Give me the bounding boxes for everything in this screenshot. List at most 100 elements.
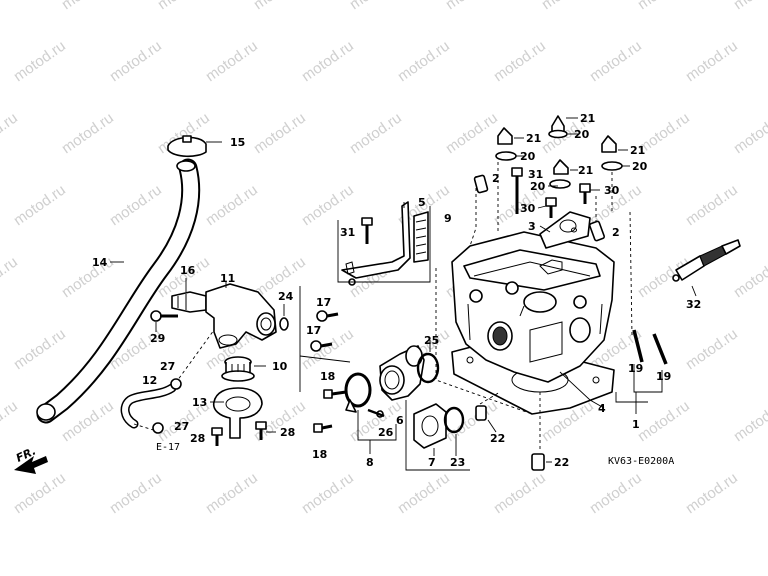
watermark-text: motod.ru [587, 37, 645, 85]
callout-9: 9 [444, 212, 452, 225]
callout-27-upper: 27 [160, 360, 175, 373]
callout-19-left: 19 [628, 362, 643, 375]
callout-21-b: 21 [526, 132, 541, 145]
stud-bolt-left [632, 329, 644, 363]
watermark-text: motod.ru [107, 37, 165, 85]
cap-nut-21a [551, 115, 565, 133]
hose-end-top [176, 160, 196, 172]
dowel-pin-right [588, 220, 606, 242]
washer-20a [548, 129, 568, 139]
callout-29: 29 [150, 332, 165, 345]
watermark-text: motod.ru [683, 469, 741, 517]
intake-clamp [344, 372, 385, 418]
intake-group [344, 340, 470, 471]
callout-19-right: 19 [656, 370, 671, 383]
callout-13: 13 [192, 396, 207, 409]
callout-25: 25 [424, 334, 439, 347]
callout-17-lower: 17 [306, 324, 321, 337]
callout-2-left: 2 [492, 172, 500, 185]
watermark-text: motod.ru [683, 181, 741, 229]
callout-20-c: 20 [632, 160, 648, 173]
stud-bolt-right [652, 333, 668, 365]
callout-26: 26 [378, 426, 394, 439]
watermark-text: motod.ru [59, 253, 117, 301]
callout-15: 15 [230, 136, 245, 149]
reference-label: E-17 [156, 442, 180, 453]
watermark-text: motod.ru [347, 109, 405, 157]
watermark-text: motod.ru [539, 0, 597, 13]
callout-24: 24 [278, 290, 294, 303]
watermark-text: motod.ru [683, 37, 741, 85]
watermark-text: motod.ru [251, 0, 309, 13]
callout-7: 7 [428, 456, 436, 469]
callout-30-left: 30 [520, 202, 536, 215]
watermark-text: motod.ru [731, 253, 768, 301]
watermark-text: motod.ru [251, 109, 309, 157]
thermostat [221, 356, 255, 382]
bolt-17-lower [310, 340, 333, 352]
watermark-text: motod.ru [107, 469, 165, 517]
watermark-text: motod.ru [443, 109, 501, 157]
watermark-text: motod.ru [0, 0, 21, 13]
watermark-text: motod.ru [11, 325, 69, 373]
camshaft-holder [539, 211, 591, 249]
callout-16: 16 [180, 264, 196, 277]
callout-31-right: 31 [528, 168, 543, 181]
washer-20d [549, 179, 571, 189]
callout-5: 5 [418, 196, 426, 209]
callout-8: 8 [366, 456, 374, 469]
hose-assembly [36, 135, 222, 424]
callout-27-lower: 27 [174, 420, 189, 433]
watermark-text: motod.ru [11, 37, 69, 85]
front-direction-arrow [14, 456, 48, 474]
holder-group [473, 115, 668, 414]
dowel-22-lower [531, 453, 545, 471]
bolt-28-right [255, 421, 267, 440]
callout-28-left: 28 [190, 432, 205, 445]
watermark-text: motod.ru [347, 0, 405, 13]
cap-nut-21c [601, 135, 617, 153]
watermark-text: motod.ru [299, 469, 357, 517]
hose-clip-lower [152, 422, 164, 434]
callout-30-right: 30 [604, 184, 620, 197]
cylinder-head-group [435, 162, 633, 452]
callout-6: 6 [396, 414, 404, 427]
callout-31-left: 31 [340, 226, 355, 239]
callout-11: 11 [220, 272, 235, 285]
watermark-text: motod.ru [299, 37, 357, 85]
bolt-30b [545, 197, 557, 218]
callout-20-b: 20 [520, 150, 536, 163]
watermark-text: motod.ru [203, 469, 261, 517]
cap-nut-21d [553, 159, 569, 175]
callout-28-right: 28 [280, 426, 295, 439]
callout-4: 4 [598, 402, 606, 415]
spark-plug [672, 239, 741, 297]
hose-clamp [167, 136, 207, 158]
bolt-18-lower [313, 423, 333, 433]
bracket-group [337, 201, 431, 286]
watermark-text: motod.ru [635, 397, 693, 445]
sealing-washer [279, 317, 289, 331]
insulator [413, 403, 447, 449]
watermark-text: motod.ru [0, 397, 21, 445]
callout-10: 10 [272, 360, 288, 373]
watermark-text: motod.ru [587, 469, 645, 517]
bolt-31-left [361, 217, 373, 244]
callout-21-a: 21 [580, 112, 595, 125]
dowel-22-group [475, 405, 552, 471]
bolt-group [299, 217, 373, 433]
bracket [341, 201, 411, 279]
watermark-text: motod.ru [0, 253, 21, 301]
washer-20c [601, 161, 623, 171]
watermark-text: motod.ru [155, 0, 213, 13]
callout-20-d: 20 [530, 180, 546, 193]
temperature-sensor [171, 291, 207, 313]
o-ring-23 [443, 406, 465, 434]
watermark-text: motod.ru [203, 37, 261, 85]
callout-18-lower: 18 [312, 448, 327, 461]
callout-12: 12 [142, 374, 157, 387]
watermark-text: motod.ru [635, 0, 693, 13]
hose-clip-upper [170, 378, 182, 390]
